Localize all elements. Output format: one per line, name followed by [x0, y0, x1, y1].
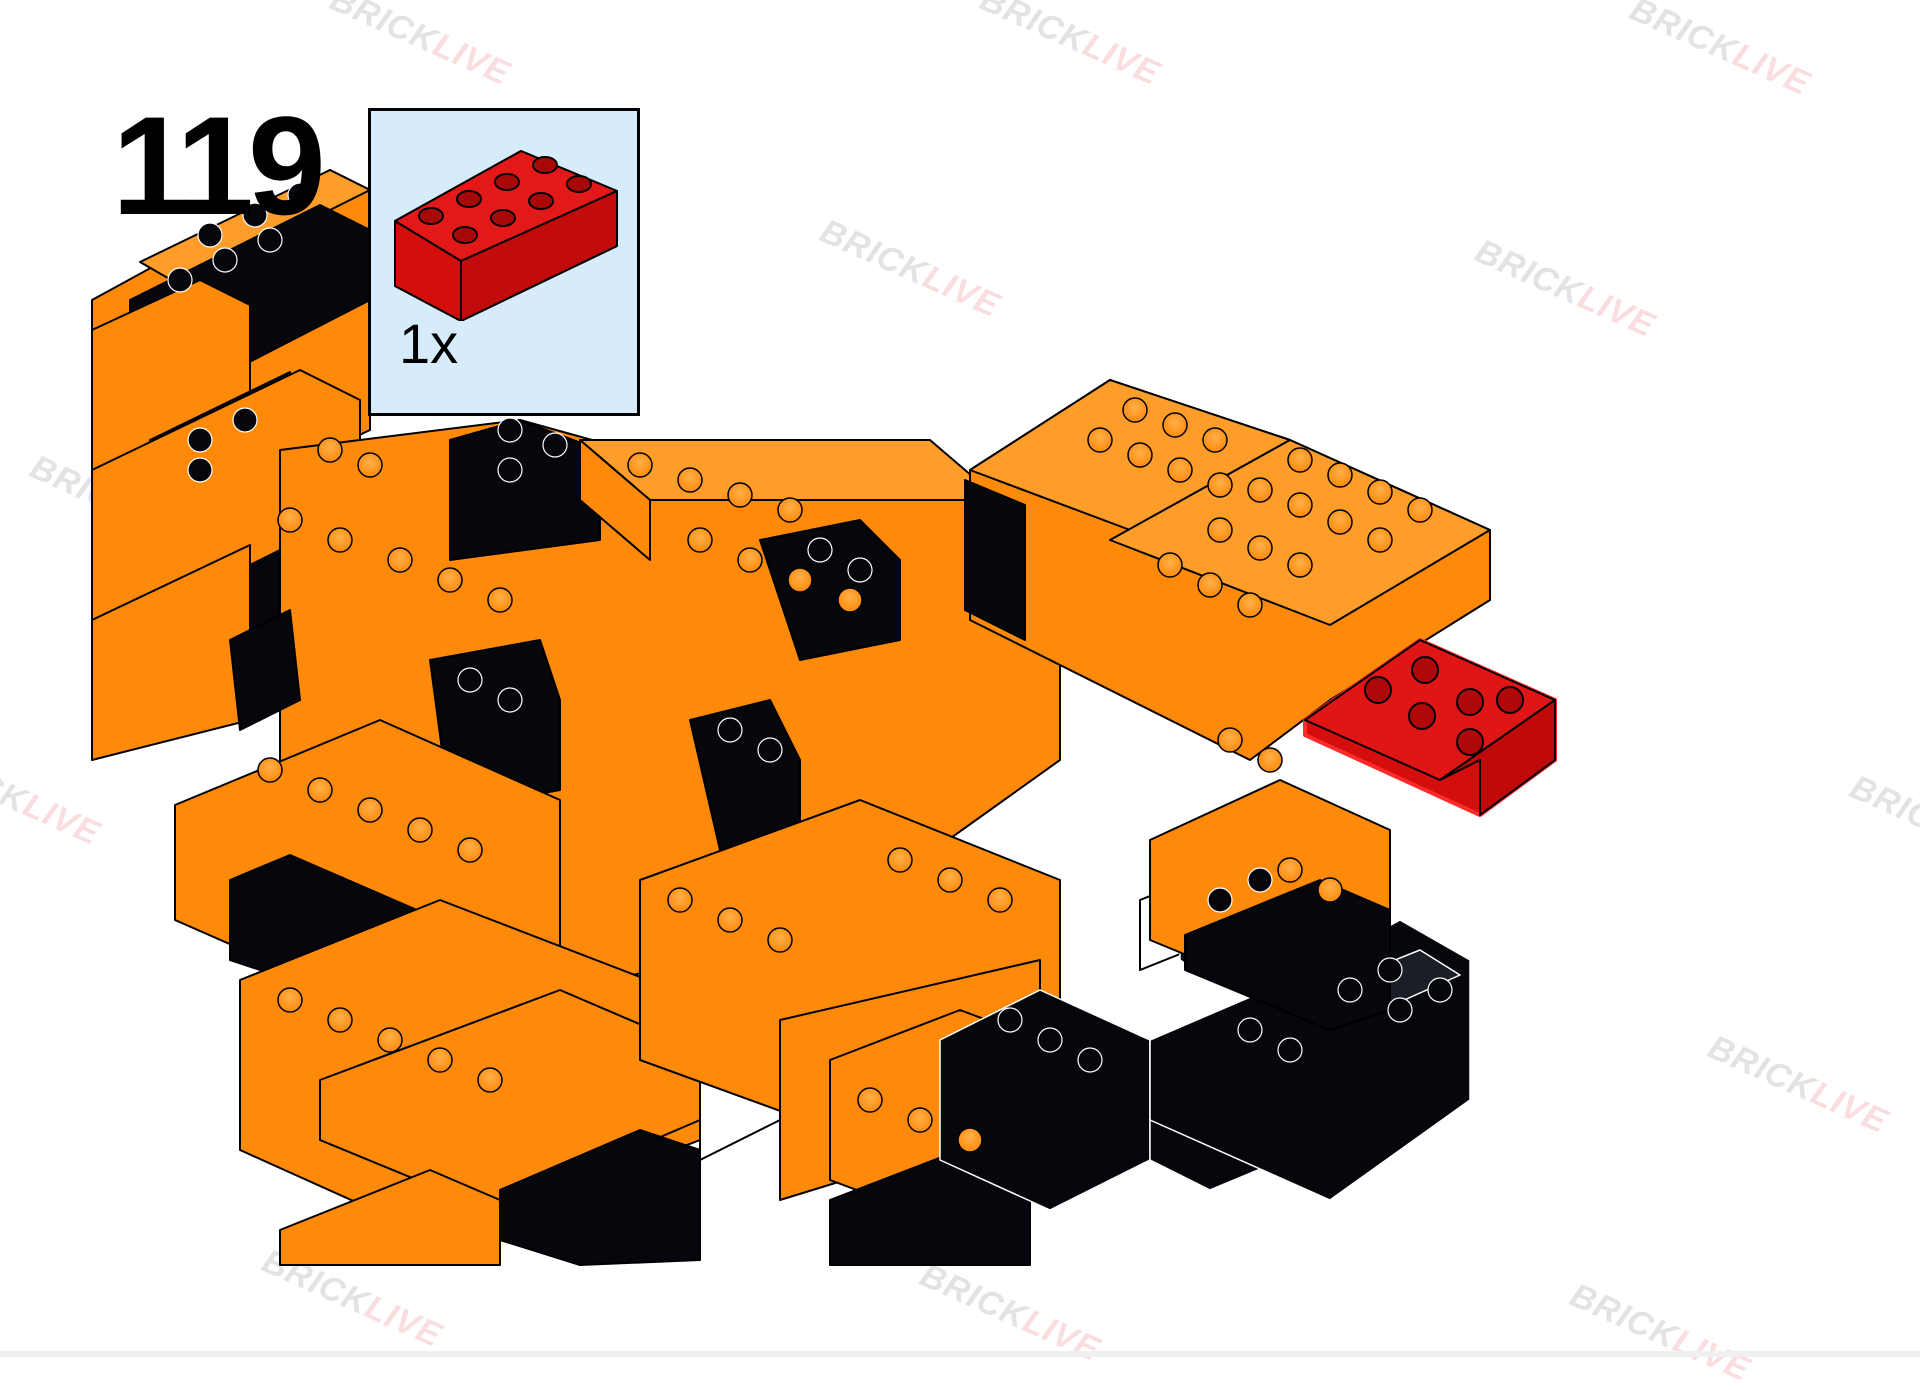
- stud-pattern: [257, 397, 1433, 1153]
- model-upper-left-body: [91, 169, 371, 761]
- model-assembly-illustration: [91, 169, 1557, 1266]
- part-quantity: 1x: [399, 312, 459, 375]
- stud-pattern-dark: [167, 182, 1453, 1073]
- step-number: 119: [112, 87, 326, 244]
- page-bottom-edge: [0, 1351, 1920, 1357]
- new-red-brick: [1303, 638, 1557, 817]
- model-head: [964, 379, 1491, 761]
- parts-callout: 1x: [368, 108, 640, 416]
- red-2x4-brick-icon: [394, 150, 618, 321]
- model-front-leg: [174, 719, 701, 1266]
